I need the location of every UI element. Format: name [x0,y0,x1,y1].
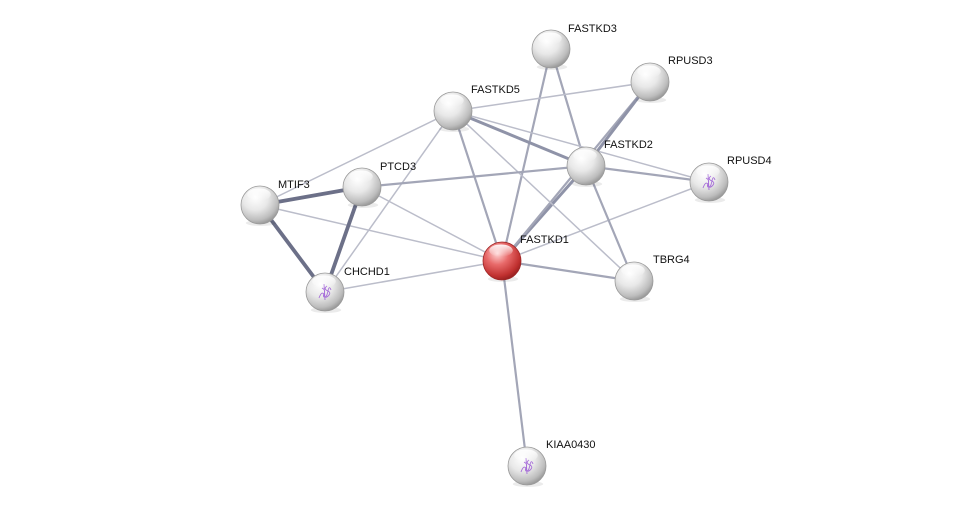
node-highlight [247,188,271,201]
node-label-mtif3: MTIF3 [278,179,310,191]
node-rpusd3[interactable]: RPUSD3 [630,55,713,103]
node-label-rpusd3: RPUSD3 [668,55,713,67]
edge-fastkd1-rpusd4[interactable] [501,181,710,262]
edge-fastkd1-tbrg4[interactable] [500,259,636,283]
node-label-fastkd1: FASTKD1 [520,234,569,246]
edge-fastkd5-rpusd4[interactable] [452,110,710,183]
node-ptcd3[interactable]: PTCD3 [342,161,416,208]
edge-fastkd5-rpusd3[interactable] [452,81,651,112]
node-label-kiaa0430: KIAA0430 [546,439,596,451]
node-rpusd4[interactable]: RPUSD4 [689,155,772,203]
node-highlight [538,32,562,45]
node-highlight [621,264,645,277]
node-fastkd1[interactable]: FASTKD1 [482,234,569,282]
edge-fastkd5-tbrg4[interactable] [452,110,635,282]
edge-fastkd5-fastkd2[interactable] [451,109,588,168]
node-highlight [349,170,373,183]
node-highlight [489,244,513,257]
node-highlight [440,94,464,107]
node-fastkd2[interactable]: FASTKD2 [566,139,653,187]
protein-structure-icon [520,457,534,475]
node-label-ptcd3: PTCD3 [380,161,416,173]
edge-fastkd1-ptcd3[interactable] [361,186,503,262]
protein-structure-icon [318,283,332,301]
node-highlight [312,275,336,288]
node-label-fastkd5: FASTKD5 [471,84,520,96]
edge-fastkd5-mtif3[interactable] [259,110,454,206]
node-label-tbrg4: TBRG4 [653,254,690,266]
node-label-fastkd2: FASTKD2 [604,139,653,151]
node-label-fastkd3: FASTKD3 [568,23,617,35]
node-chchd1[interactable]: CHCHD1 [305,266,390,313]
node-kiaa0430[interactable]: KIAA0430 [507,439,596,487]
node-fastkd5[interactable]: FASTKD5 [433,84,520,132]
edge-fastkd1-fastkd3[interactable] [500,47,553,263]
edge-fastkd2-rpusd4[interactable] [584,164,711,184]
protein-structure-icon [702,173,716,191]
node-fastkd3[interactable]: FASTKD3 [531,23,617,70]
edge-fastkd1-mtif3[interactable] [259,204,503,262]
node-tbrg4[interactable]: TBRG4 [614,254,690,302]
node-label-chchd1: CHCHD1 [344,266,390,278]
edge-fastkd1-kiaa0430[interactable] [500,259,529,468]
node-highlight [514,449,538,462]
edge-fastkd2-ptcd3[interactable] [360,164,588,189]
node-highlight [696,165,720,178]
edge-fastkd1-fastkd5[interactable] [451,109,504,263]
edge-fastkd2-tbrg4[interactable] [584,164,636,283]
edge-fastkd1-chchd1[interactable] [324,260,503,293]
node-highlight [637,65,661,78]
node-mtif3[interactable]: MTIF3 [240,179,310,226]
node-highlight [573,149,597,162]
node-label-rpusd4: RPUSD4 [727,155,772,167]
edge-fastkd5-chchd1[interactable] [324,110,454,293]
